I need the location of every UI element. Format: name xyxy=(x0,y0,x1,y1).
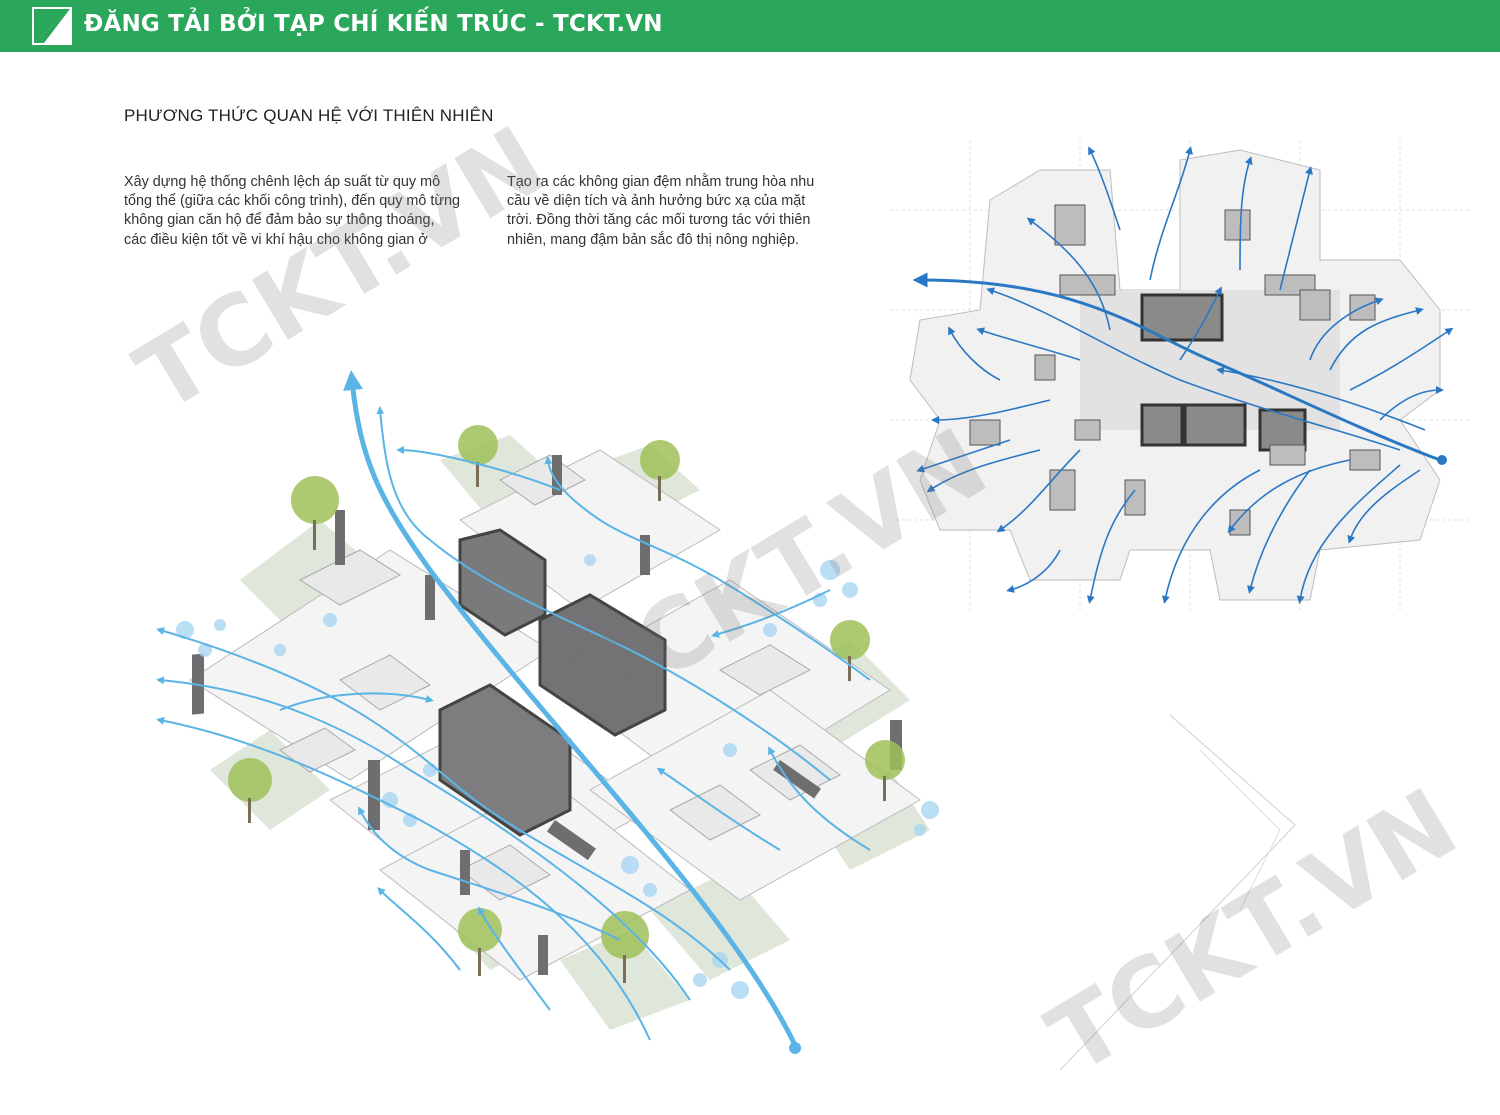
paragraph-line: Tạo ra các không gian đệm nhằm trung hòa… xyxy=(507,174,815,190)
tckt-logo-icon xyxy=(32,7,72,45)
floor-plan-airflow-diagram xyxy=(890,140,1470,610)
facade-fins xyxy=(192,455,902,975)
paragraph-line: trời. Đồng thời tăng các mối tương tác v… xyxy=(507,212,811,229)
paragraph-line: nhiên, mang đậm bản sắc đô thị nông nghi… xyxy=(507,231,800,248)
paragraph-line: các điều kiện tốt về vi khí hậu cho khôn… xyxy=(124,231,428,248)
decorative-outline xyxy=(1059,714,1296,1071)
airflow-origin-point xyxy=(789,1042,801,1054)
paragraph-buffer-spaces: Tạo ra các không gian đệm nhằm trung hòa… xyxy=(507,173,867,250)
plan-cores xyxy=(1140,293,1307,452)
paragraph-line: tổng thể (giữa các khối công trình), đến… xyxy=(124,193,461,210)
header-banner: ĐĂNG TẢI BỞI TẠP CHÍ KIẾN TRÚC - TCKT.VN xyxy=(0,0,1500,52)
trees xyxy=(228,425,905,983)
plan-airflow-origin-point xyxy=(1437,455,1447,465)
paragraph-line: không gian căn hộ để đảm bảo sự thông th… xyxy=(124,212,435,229)
paragraph-line: Xây dựng hệ thống chênh lệch áp suất từ … xyxy=(124,174,441,190)
axonometric-airflow-diagram xyxy=(156,370,939,1054)
section-title: PHƯƠNG THỨC QUAN HỆ VỚI THIÊN NHIÊN xyxy=(124,106,494,125)
floor-plates xyxy=(189,449,921,981)
plan-airflow-streams xyxy=(912,146,1454,604)
paragraph-pressure-system: Xây dựng hệ thống chênh lệch áp suất từ … xyxy=(124,173,484,250)
airflow-streams xyxy=(156,370,871,1047)
plan-rooms xyxy=(969,204,1381,536)
banner-title: ĐĂNG TẢI BỞI TẠP CHÍ KIẾN TRÚC - TCKT.VN xyxy=(84,11,663,37)
paragraph-line: cầu về diện tích và ảnh hưởng bức xạ của… xyxy=(507,193,806,210)
